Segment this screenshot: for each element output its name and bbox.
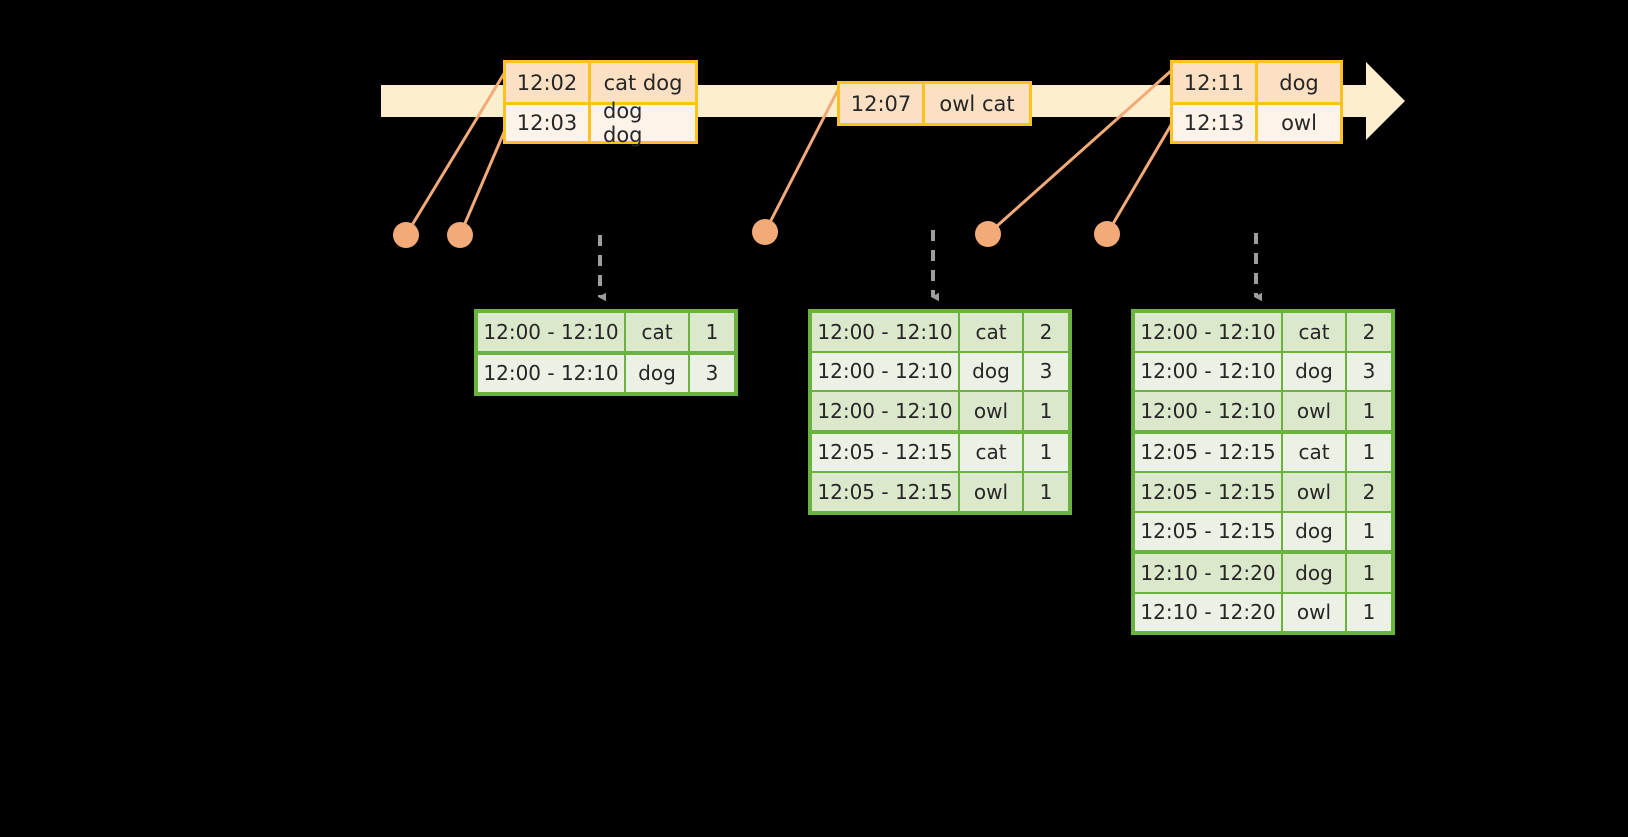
cell-word: dog: [960, 352, 1022, 390]
table-row: 12:00 - 12:10 cat 2: [1135, 313, 1391, 351]
cell-count: 1: [1347, 554, 1391, 592]
event-words: dog: [1258, 63, 1340, 102]
event-row: 12:03 dog dog: [506, 99, 695, 147]
cell-window: 12:00 - 12:10: [1135, 392, 1281, 430]
event-dot-1213: [1094, 221, 1120, 247]
event-dot-1202: [393, 222, 419, 248]
cell-count: 2: [1024, 313, 1068, 351]
cell-word: cat: [626, 313, 688, 351]
table-row: 12:10 - 12:20 owl 1: [1135, 593, 1391, 631]
table-row: 12:05 - 12:15 owl 2: [1135, 473, 1391, 511]
event-words: dog dog: [591, 99, 695, 147]
cell-count: 1: [1024, 392, 1068, 430]
cell-count: 1: [1024, 473, 1068, 511]
cell-window: 12:00 - 12:10: [1135, 313, 1281, 351]
cell-count: 3: [1024, 352, 1068, 390]
cell-word: owl: [960, 392, 1022, 430]
table-row: 12:10 - 12:20 dog 1: [1135, 554, 1391, 592]
cell-window: 12:05 - 12:15: [1135, 433, 1281, 471]
cell-word: cat: [960, 433, 1022, 471]
event-box-1[interactable]: 12:02 cat dog 12:03 dog dog: [503, 60, 698, 147]
cell-word: owl: [1283, 473, 1345, 511]
cell-word: owl: [1283, 593, 1345, 631]
cell-window: 12:00 - 12:10: [1135, 352, 1281, 390]
cell-window: 12:05 - 12:15: [812, 473, 958, 511]
event-dot-1203: [447, 222, 473, 248]
cell-count: 3: [1347, 352, 1391, 390]
event-words: owl: [1258, 105, 1340, 141]
cell-word: cat: [960, 313, 1022, 351]
cell-count: 1: [1347, 433, 1391, 471]
table-row: 12:00 - 12:10 owl 1: [812, 392, 1068, 430]
result-table-2[interactable]: 12:00 - 12:10 cat 2 12:00 - 12:10 dog 3 …: [808, 309, 1072, 515]
cell-word: dog: [626, 354, 688, 392]
cell-window: 12:05 - 12:15: [1135, 473, 1281, 511]
table-row: 12:05 - 12:15 owl 1: [812, 473, 1068, 511]
result-table-3[interactable]: 12:00 - 12:10 cat 2 12:00 - 12:10 dog 3 …: [1131, 309, 1395, 635]
event-dot-1207: [752, 219, 778, 245]
table-row: 12:00 - 12:10 dog 3: [478, 354, 734, 392]
event-box-2[interactable]: 12:07 owl cat: [837, 81, 1032, 126]
cell-window: 12:05 - 12:15: [812, 433, 958, 471]
cell-window: 12:05 - 12:15: [1135, 512, 1281, 550]
event-row: 12:13 owl: [1173, 102, 1340, 141]
event-time: 12:11: [1173, 63, 1258, 102]
cell-word: dog: [1283, 512, 1345, 550]
cell-window: 12:00 - 12:10: [812, 313, 958, 351]
table-row: 12:00 - 12:10 dog 3: [812, 352, 1068, 390]
event-dots: [393, 219, 1120, 248]
event-words: cat dog: [591, 63, 695, 102]
table-row: 12:00 - 12:10 cat 2: [812, 313, 1068, 351]
table-row: 12:00 - 12:10 dog 3: [1135, 352, 1391, 390]
cell-count: 1: [1347, 512, 1391, 550]
cell-count: 1: [1347, 392, 1391, 430]
cell-count: 1: [1347, 593, 1391, 631]
event-box-3[interactable]: 12:11 dog 12:13 owl: [1170, 60, 1343, 144]
cell-count: 3: [690, 354, 734, 392]
event-time: 12:03: [506, 105, 591, 141]
cell-word: dog: [1283, 352, 1345, 390]
table-row: 12:00 - 12:10 owl 1: [1135, 392, 1391, 430]
event-words: owl cat: [925, 84, 1029, 123]
cell-window: 12:10 - 12:20: [1135, 593, 1281, 631]
event-row: 12:02 cat dog: [506, 63, 695, 102]
cell-window: 12:10 - 12:20: [1135, 554, 1281, 592]
cell-window: 12:00 - 12:10: [812, 352, 958, 390]
result-table-1[interactable]: 12:00 - 12:10 cat 1 12:00 - 12:10 dog 3: [474, 309, 738, 396]
event-row: 12:07 owl cat: [840, 84, 1029, 123]
cell-word: cat: [1283, 433, 1345, 471]
cell-window: 12:00 - 12:10: [478, 313, 624, 351]
cell-word: dog: [1283, 554, 1345, 592]
table-row: 12:05 - 12:15 cat 1: [812, 433, 1068, 471]
cell-word: cat: [1283, 313, 1345, 351]
cell-word: owl: [960, 473, 1022, 511]
cell-count: 1: [690, 313, 734, 351]
cell-window: 12:00 - 12:10: [478, 354, 624, 392]
event-time: 12:07: [840, 84, 925, 123]
dashed-arrows: [598, 230, 1262, 302]
cell-count: 1: [1024, 433, 1068, 471]
event-dot-1211: [975, 221, 1001, 247]
cell-count: 2: [1347, 313, 1391, 351]
cell-word: owl: [1283, 392, 1345, 430]
table-row: 12:05 - 12:15 cat 1: [1135, 433, 1391, 471]
event-row: 12:11 dog: [1173, 63, 1340, 102]
cell-count: 2: [1347, 473, 1391, 511]
cell-window: 12:00 - 12:10: [812, 392, 958, 430]
table-row: 12:05 - 12:15 dog 1: [1135, 512, 1391, 550]
event-time: 12:13: [1173, 105, 1258, 141]
event-time: 12:02: [506, 63, 591, 102]
table-row: 12:00 - 12:10 cat 1: [478, 313, 734, 351]
